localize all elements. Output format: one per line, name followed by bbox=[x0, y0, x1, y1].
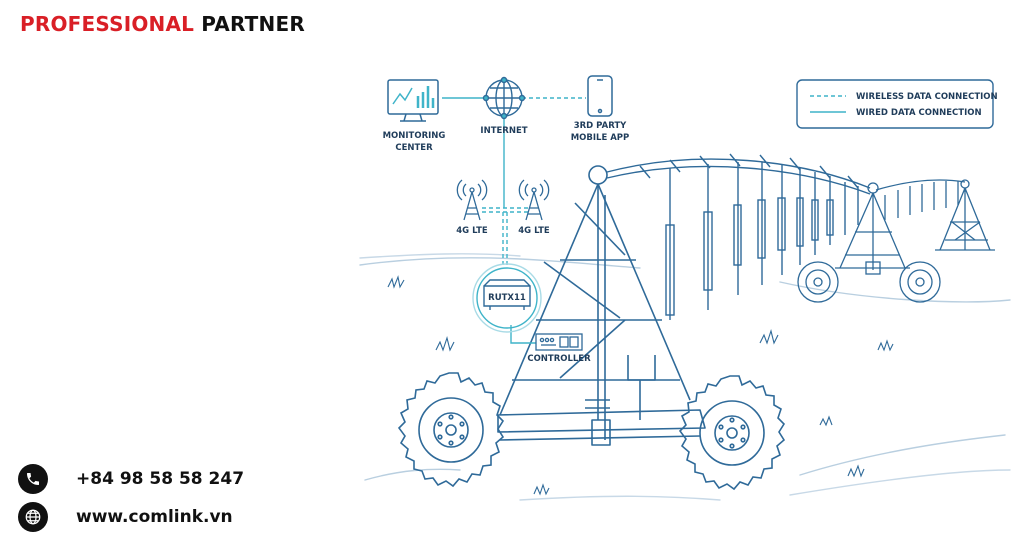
contact-website[interactable]: www.comlink.vn bbox=[18, 502, 233, 532]
pivot-tower-front bbox=[497, 165, 706, 446]
header-professional: PROFESSIONAL bbox=[20, 12, 195, 36]
label-app-1: 3RD PARTY bbox=[574, 121, 627, 131]
label-monitoring-1: MONITORING bbox=[383, 131, 446, 141]
label-lte-right: 4G LTE bbox=[518, 226, 550, 236]
label-controller: CONTROLLER bbox=[527, 354, 591, 364]
pivot-tower-middle bbox=[797, 179, 966, 303]
phone-number: +84 98 58 58 247 bbox=[76, 469, 245, 489]
label-monitoring-2: CENTER bbox=[395, 143, 433, 153]
smartphone-icon bbox=[587, 75, 613, 117]
front-left-wheel bbox=[397, 372, 505, 488]
grass-decor bbox=[387, 275, 894, 496]
controller-icon bbox=[535, 333, 583, 351]
legend-wired: WIRED DATA CONNECTION bbox=[856, 108, 982, 118]
lte-antenna-left-icon bbox=[456, 179, 488, 221]
diagram-labels: MONITORING CENTER INTERNET 3RD PARTY MOB… bbox=[383, 92, 998, 364]
label-lte-left: 4G LTE bbox=[456, 226, 488, 236]
label-app-2: MOBILE APP bbox=[571, 133, 630, 143]
irrigation-span bbox=[606, 153, 871, 320]
globe-internet-icon bbox=[482, 76, 526, 120]
header-partner: PARTNER bbox=[201, 12, 305, 36]
legend bbox=[796, 79, 994, 129]
brand-header: PROFESSIONAL PARTNER bbox=[20, 12, 305, 36]
connections bbox=[442, 97, 586, 344]
pivot-tower-far bbox=[935, 179, 995, 251]
router-icon bbox=[472, 263, 542, 333]
phone-icon bbox=[18, 464, 48, 494]
website-url: www.comlink.vn bbox=[76, 507, 233, 527]
label-router: RUTX11 bbox=[488, 293, 526, 303]
legend-wireless: WIRELESS DATA CONNECTION bbox=[856, 92, 998, 102]
lte-antenna-right-icon bbox=[518, 179, 550, 221]
contact-phone[interactable]: +84 98 58 58 247 bbox=[18, 464, 244, 494]
monitor-icon bbox=[387, 79, 439, 122]
globe-icon bbox=[18, 502, 48, 532]
front-right-wheel bbox=[678, 375, 786, 491]
label-internet: INTERNET bbox=[480, 126, 527, 136]
